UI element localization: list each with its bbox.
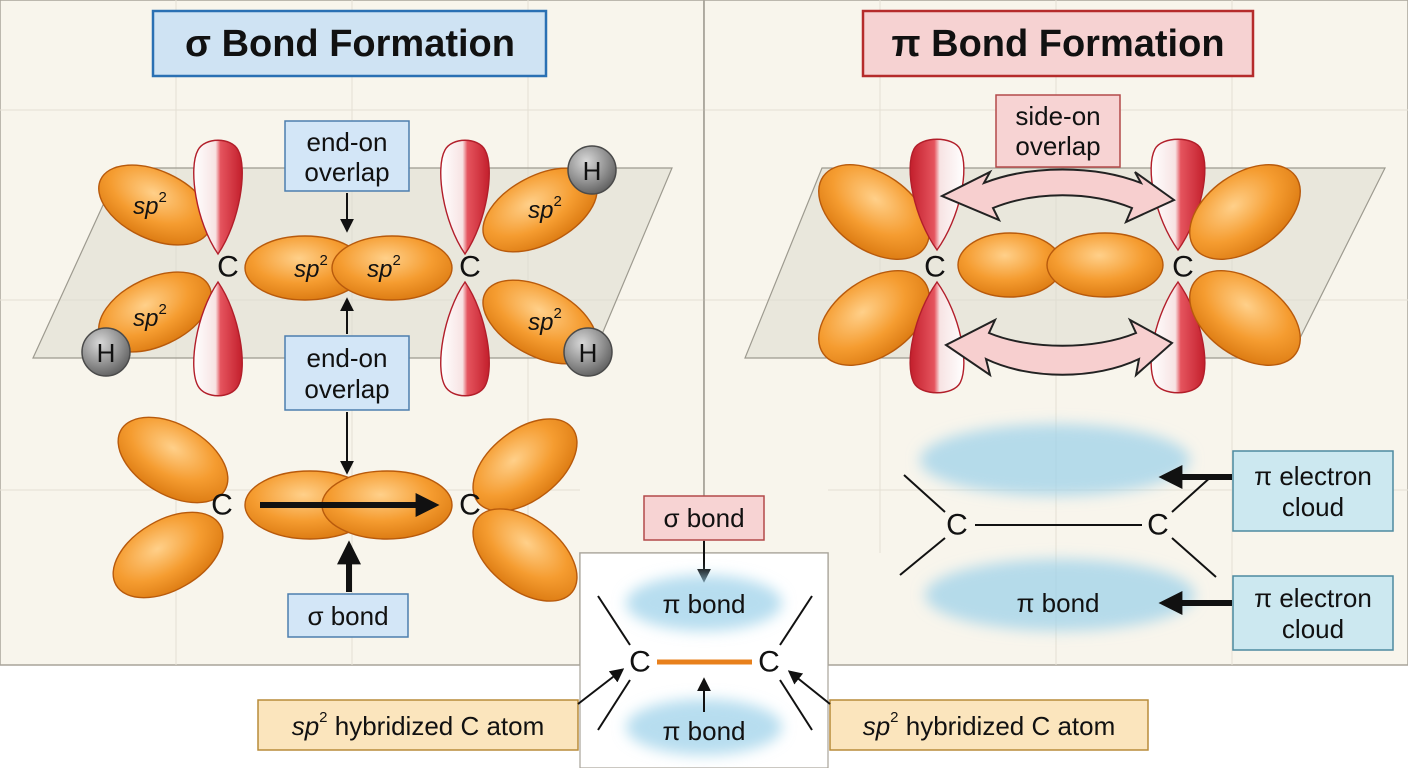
pi-electron-cloud-bottom-line2: cloud [1282, 614, 1344, 644]
inset-carbon-right: C [758, 646, 780, 679]
sigma-frame-lobe-left-upper [117, 416, 229, 504]
inset-sub-right-upper [779, 595, 813, 646]
sp2-label-bond-right: sp2 [367, 252, 401, 283]
end-on-overlap-mid-line2: overlap [304, 374, 389, 404]
end-on-overlap-top-line2: overlap [304, 157, 389, 187]
sigma-carbon-left: C [217, 251, 239, 284]
inset-sub-left-lower [597, 679, 631, 731]
inset-sub-left-upper [597, 595, 631, 646]
sigma-bond-label: σ bond [307, 601, 388, 631]
inset-pi-cloud-top [626, 575, 782, 631]
inset-sigma-bond-label: σ bond [663, 503, 744, 533]
pi-sp2-lobe-bond-right [1046, 232, 1164, 298]
inset-pi-bond-top-label: π bond [662, 589, 745, 619]
sigma-frame-carbon-right: C [459, 489, 481, 522]
side-on-overlap-arrow-top [939, 168, 1176, 224]
sigma-frame-lobe-right-upper [472, 418, 578, 512]
hydrogen-right-top [567, 145, 617, 195]
pi-carbon-left: C [924, 251, 946, 284]
sigma-title-box [151, 9, 548, 78]
hybrid-left-label: sp2 hybridized C atom [292, 709, 545, 742]
pi-electron-cloud-top-line2: cloud [1282, 492, 1344, 522]
sigma-frame-carbon-left: C [211, 489, 233, 522]
p-orbital-left-bottom [193, 280, 243, 397]
hydrogen-right-bottom-label: H [579, 338, 598, 368]
pi-bond-sub-left-lower [899, 537, 946, 576]
sigma-carbon-right: C [459, 251, 481, 284]
hybrid-right-arrow [787, 670, 831, 705]
pi-electron-cloud-bottom-line1: π electron [1254, 583, 1372, 613]
pi-bond-label: π bond [1016, 588, 1099, 618]
end-on-overlap-top-line1: end-on [307, 127, 388, 157]
end-on-overlap-top-box [284, 120, 410, 192]
sp2-label-left-lower: sp2 [133, 301, 167, 332]
pi-sp2-lobe-right-upper [1189, 164, 1301, 260]
pi-sp2-lobe-left-upper [818, 164, 930, 260]
inset-sigma-bond-box [643, 495, 765, 541]
pi-carbon-right: C [1172, 251, 1194, 284]
sigma-frame-lobe-right-lower [472, 508, 578, 602]
pi-p-orbital-left-bottom [909, 280, 965, 394]
side-on-overlap-box [995, 94, 1121, 168]
side-on-overlap-arrow-bottom [944, 317, 1174, 378]
pi-electron-cloud-top-line1: π electron [1254, 461, 1372, 491]
side-on-overlap-line1: side-on [1015, 101, 1100, 131]
side-on-overlap-line2: overlap [1015, 131, 1100, 161]
sigma-bond-label-box [287, 593, 409, 638]
hydrogen-right-bottom [563, 327, 613, 377]
pi-title: π Bond Formation [891, 23, 1224, 65]
pi-bond-sub-right-lower [1171, 537, 1217, 578]
sp2-lobe-bond-right [331, 235, 453, 301]
hydrogen-left-label: H [97, 338, 116, 368]
pi-cloud-top [920, 424, 1190, 496]
hybrid-right-box [829, 699, 1149, 751]
p-orbital-right-bottom [440, 280, 490, 397]
inset-pi-bond-bottom-label: π bond [662, 716, 745, 746]
inset-carbon-left: C [629, 646, 651, 679]
pi-sp2-lobe-right-lower [1189, 270, 1301, 366]
end-on-overlap-mid-line1: end-on [307, 343, 388, 373]
pi-bond-carbon-left: C [946, 509, 968, 542]
sp2-label-right-upper: sp2 [528, 193, 562, 224]
p-orbital-left-top [193, 139, 243, 256]
sp2-label-bond-left: sp2 [294, 252, 328, 283]
hybrid-left-arrow [577, 668, 625, 705]
sp2-label-left-upper: sp2 [133, 189, 167, 220]
inset-pi-cloud-bottom [626, 699, 782, 755]
end-on-overlap-mid-box [284, 335, 410, 411]
pi-bond-carbon-right: C [1147, 509, 1169, 542]
sigma-frame-lobe-left-lower [112, 511, 224, 599]
hydrogen-right-top-label: H [583, 156, 602, 186]
sp2-label-right-lower: sp2 [528, 305, 562, 336]
pi-bond-sub-right-upper [1171, 474, 1214, 513]
pi-sp2-lobe-left-lower [818, 270, 930, 366]
pi-title-box [861, 9, 1255, 78]
p-orbital-right-top [440, 139, 490, 256]
hydrogen-left [81, 327, 131, 377]
pi-cloud-bottom [925, 559, 1195, 631]
pi-bond-sub-left-upper [903, 474, 946, 513]
hybrid-left-box [257, 699, 579, 751]
sigma-title: σ Bond Formation [185, 23, 515, 65]
pi-electron-cloud-bottom-box [1232, 575, 1394, 651]
pi-electron-cloud-top-box [1232, 450, 1394, 532]
inset-sub-right-lower [779, 679, 813, 731]
hybrid-right-label: sp2 hybridized C atom [863, 709, 1116, 742]
